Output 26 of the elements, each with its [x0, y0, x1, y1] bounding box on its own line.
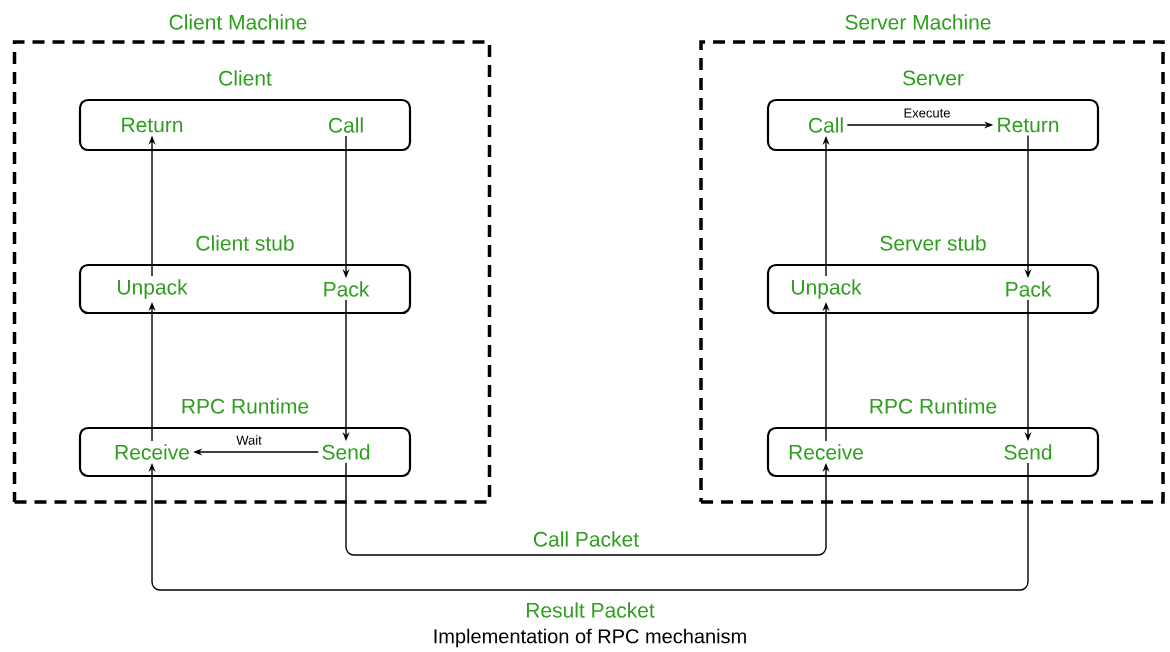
step-label: Pack: [1006, 281, 1052, 297]
node-label: RPC Runtime: [182, 398, 309, 414]
node-label: Server: [903, 70, 964, 86]
node-label: Client: [219, 70, 272, 86]
edge-label: Wait: [236, 435, 262, 445]
step-label: Pack: [324, 281, 370, 297]
step-label: Receive: [789, 444, 863, 460]
node-label: Client stub: [196, 235, 294, 251]
edge-label: Call Packet: [533, 531, 639, 547]
node-label: Server Machine: [845, 14, 991, 30]
step-label: Call: [809, 117, 843, 133]
step-label: Receive: [115, 444, 189, 460]
step-label: Send: [1004, 444, 1052, 460]
step-label: Return: [122, 117, 183, 133]
step-label: Unpack: [118, 279, 188, 299]
step-label: Call: [329, 117, 363, 133]
step-label: Send: [322, 444, 370, 460]
edge-label: Execute: [904, 108, 950, 118]
caption: Implementation of RPC mechanism: [434, 628, 746, 648]
arrow: [148, 462, 1029, 591]
node-label: Client Machine: [169, 14, 307, 30]
node-label: Server stub: [880, 235, 986, 251]
step-label: Unpack: [792, 279, 862, 299]
step-label: Return: [998, 117, 1059, 133]
node-label: RPC Runtime: [870, 398, 997, 414]
edge-label: Result Packet: [526, 602, 655, 618]
